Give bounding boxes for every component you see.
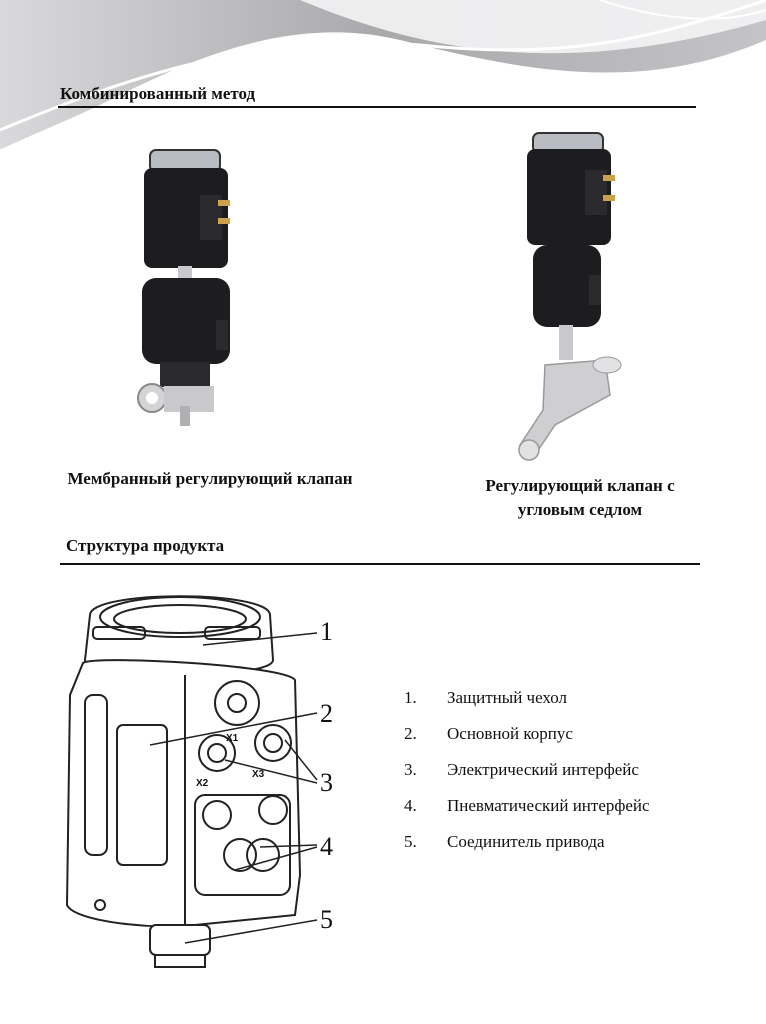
legend-number: 5. xyxy=(404,832,417,851)
header-decoration xyxy=(0,0,766,151)
diaphragm-valve-image xyxy=(137,149,230,426)
legend-item: 1. Защитный чехол xyxy=(404,680,744,716)
callout-4: 4 xyxy=(320,832,333,861)
legend-item: 5. Соединитель привода xyxy=(404,824,744,860)
port-label-x2: X2 xyxy=(196,778,209,789)
legend-label: Электрический интерфейс xyxy=(447,760,639,779)
caption-line-2: угловым седлом xyxy=(517,500,643,519)
legend-label: Соединитель привода xyxy=(447,832,605,851)
callout-5: 5 xyxy=(320,905,333,934)
legend-item: 3. Электрический интерфейс xyxy=(404,752,744,788)
legend-item: 4. Пневматический интерфейс xyxy=(404,788,744,824)
legend-number: 3. xyxy=(404,760,417,779)
legend-number: 2. xyxy=(404,724,417,743)
caption-line-1: Регулирующий клапан с xyxy=(485,476,675,495)
callout-3: 3 xyxy=(320,768,333,797)
legend-item: 2. Основной корпус xyxy=(404,716,744,752)
legend-label: Защитный чехол xyxy=(447,688,568,707)
callout-1: 1 xyxy=(320,617,333,646)
legend-label: Основной корпус xyxy=(447,724,573,743)
legend-number: 1. xyxy=(404,688,417,707)
callout-2: 2 xyxy=(320,699,333,728)
port-label-x1: X1 xyxy=(226,733,239,744)
legend-number: 4. xyxy=(404,796,417,815)
structure-diagram xyxy=(65,595,318,968)
section-title-combined: Комбинированный метод xyxy=(60,84,256,103)
caption-diaphragm-valve: Мембранный регулирующий клапан xyxy=(67,469,353,488)
section-rule xyxy=(58,106,696,108)
section-rule xyxy=(60,563,700,565)
component-legend: 1. Защитный чехол 2. Основной корпус 3. … xyxy=(404,680,744,860)
angle-seat-valve-image xyxy=(518,132,622,461)
section-title-structure: Структура продукта xyxy=(66,536,225,555)
port-label-x3: X3 xyxy=(252,769,265,780)
legend-label: Пневматический интерфейс xyxy=(447,796,650,815)
caption-angle-seat-valve: Регулирующий клапан с угловым седлом xyxy=(440,474,720,522)
